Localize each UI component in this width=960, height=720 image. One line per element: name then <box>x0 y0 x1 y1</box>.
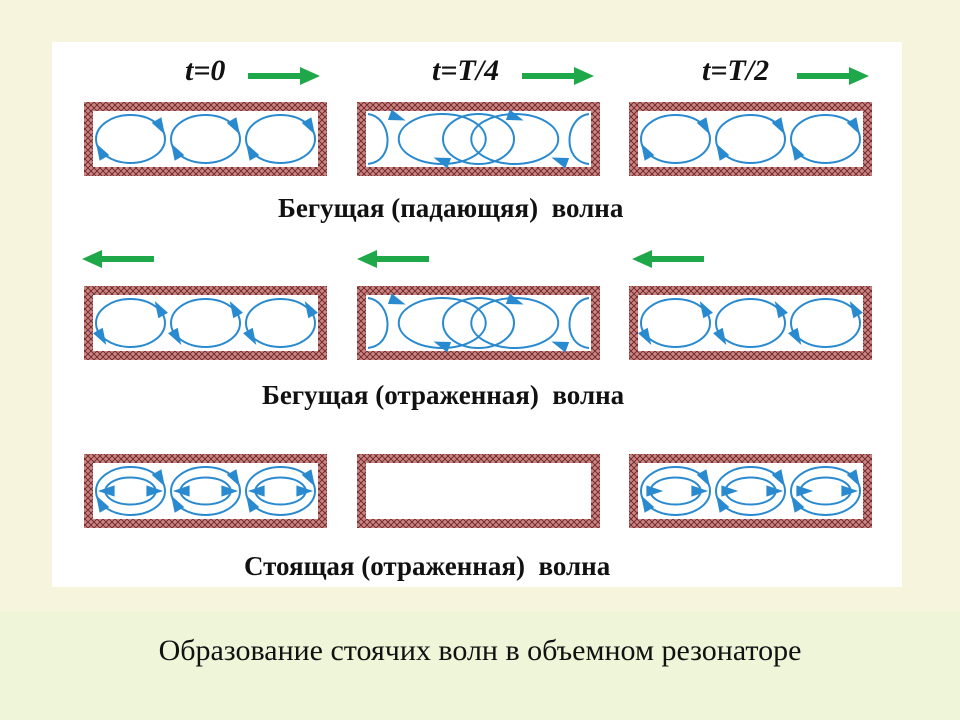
resonator-row1-col1 <box>357 286 600 360</box>
resonator-row1-col2 <box>629 286 872 360</box>
resonator-row2-col0 <box>84 454 327 528</box>
arrow-right-0-icon <box>248 67 320 85</box>
field-lines <box>93 298 318 348</box>
field-lines <box>640 114 861 164</box>
resonator-row0-col1 <box>357 102 600 176</box>
row-caption-standing: Стоящая (отраженная) волна <box>244 551 611 581</box>
time-label-t0: t=0 <box>185 54 225 87</box>
resonator-row0-col0 <box>84 102 327 176</box>
caption-band: Образование стоячих волн в объемном резо… <box>0 612 960 720</box>
field-lines <box>640 466 861 516</box>
arrow-right-1-icon <box>522 67 594 85</box>
resonator-row2-col2 <box>629 454 872 528</box>
field-lines <box>95 114 316 164</box>
arrow-right-2-icon <box>797 67 869 85</box>
resonator-row2-col1 <box>357 454 600 528</box>
time-label-t-half: t=T/2 <box>702 54 769 87</box>
field-lines <box>367 109 590 169</box>
resonator-boxes <box>84 102 872 528</box>
resonator-row1-col0 <box>84 286 327 360</box>
field-lines <box>95 466 316 516</box>
row-caption-incident: Бегущая (падающяя) волна <box>278 193 624 223</box>
slide-caption: Образование стоячих волн в объемном резо… <box>158 634 802 667</box>
field-lines <box>638 298 863 348</box>
arrow-left-0-icon <box>82 250 154 268</box>
row-caption-reflected: Бегущая (отраженная) волна <box>262 380 625 410</box>
field-lines <box>367 293 590 353</box>
resonator-diagram: t=0 t=T/4 t=T/2 Бегущая (падающяя) волна… <box>82 54 872 581</box>
resonator-row0-col2 <box>629 102 872 176</box>
resonator-figure: t=0 t=T/4 t=T/2 Бегущая (падающяя) волна… <box>52 42 902 587</box>
arrow-left-1-icon <box>357 250 429 268</box>
arrow-left-2-icon <box>632 250 704 268</box>
time-label-t-quarter: t=T/4 <box>432 54 499 87</box>
direction-arrows <box>82 67 869 268</box>
